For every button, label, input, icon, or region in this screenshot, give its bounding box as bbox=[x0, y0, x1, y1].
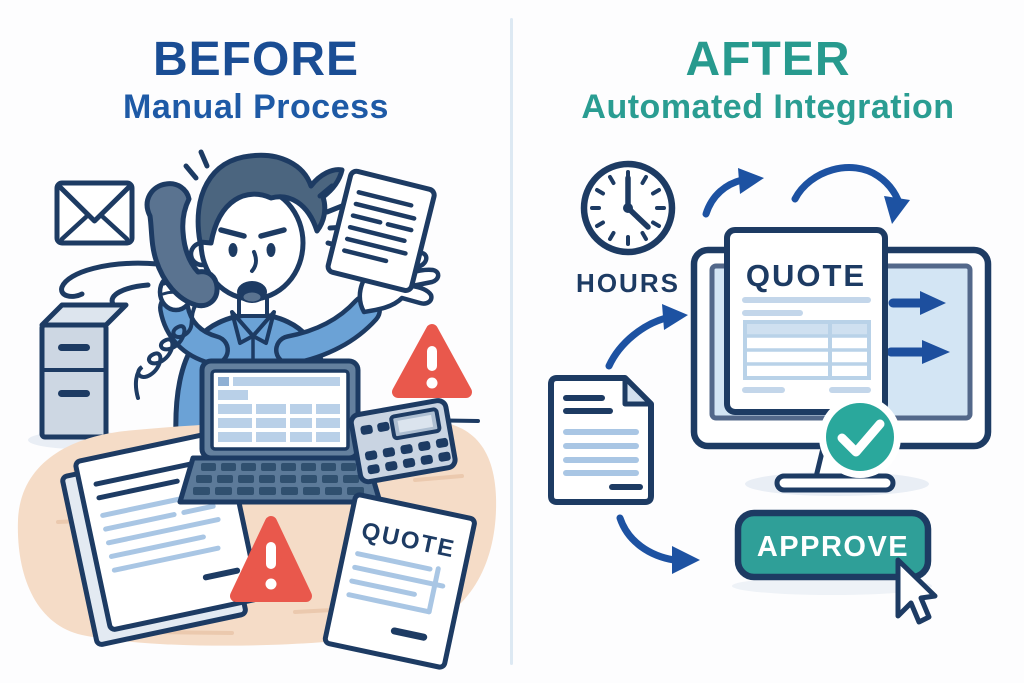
screen-quote-label: QUOTE bbox=[746, 258, 866, 293]
warning-triangle-icon bbox=[392, 324, 472, 398]
hours-label: HOURS bbox=[576, 268, 680, 298]
quote-document-icon: QUOTE bbox=[322, 492, 477, 670]
check-circle-icon bbox=[819, 396, 901, 478]
approve-label: APPROVE bbox=[757, 531, 909, 563]
motion-swoosh-icon bbox=[59, 260, 161, 307]
stressed-worker bbox=[133, 149, 441, 439]
phone-handset-icon bbox=[144, 181, 220, 309]
right-panel: HOURS bbox=[548, 160, 992, 625]
curved-arrow-icon bbox=[605, 304, 688, 370]
monitor-icon: QUOTE bbox=[690, 227, 992, 496]
file-cabinet-icon bbox=[28, 302, 132, 449]
panel-divider bbox=[510, 18, 513, 665]
screen-quote-document: QUOTE bbox=[724, 227, 888, 415]
curved-arrow-icon bbox=[702, 168, 764, 218]
envelope-icon bbox=[54, 180, 135, 246]
warning-triangle-icon bbox=[230, 516, 312, 602]
curved-arrow-icon bbox=[616, 514, 700, 574]
calculator-icon bbox=[348, 398, 458, 485]
left-panel: QUOTE bbox=[17, 149, 497, 670]
mouse-cursor-icon bbox=[895, 557, 938, 625]
phone-cord-icon bbox=[133, 302, 198, 400]
source-document-icon bbox=[548, 375, 654, 505]
approve-button[interactable]: APPROVE bbox=[732, 509, 932, 595]
clock-icon bbox=[580, 160, 676, 256]
laptop-spreadsheet-icon bbox=[177, 358, 383, 505]
curved-arrow-icon bbox=[791, 164, 910, 224]
flying-document-icon bbox=[325, 168, 437, 293]
screen-transfer-arrows-icon bbox=[886, 291, 950, 364]
